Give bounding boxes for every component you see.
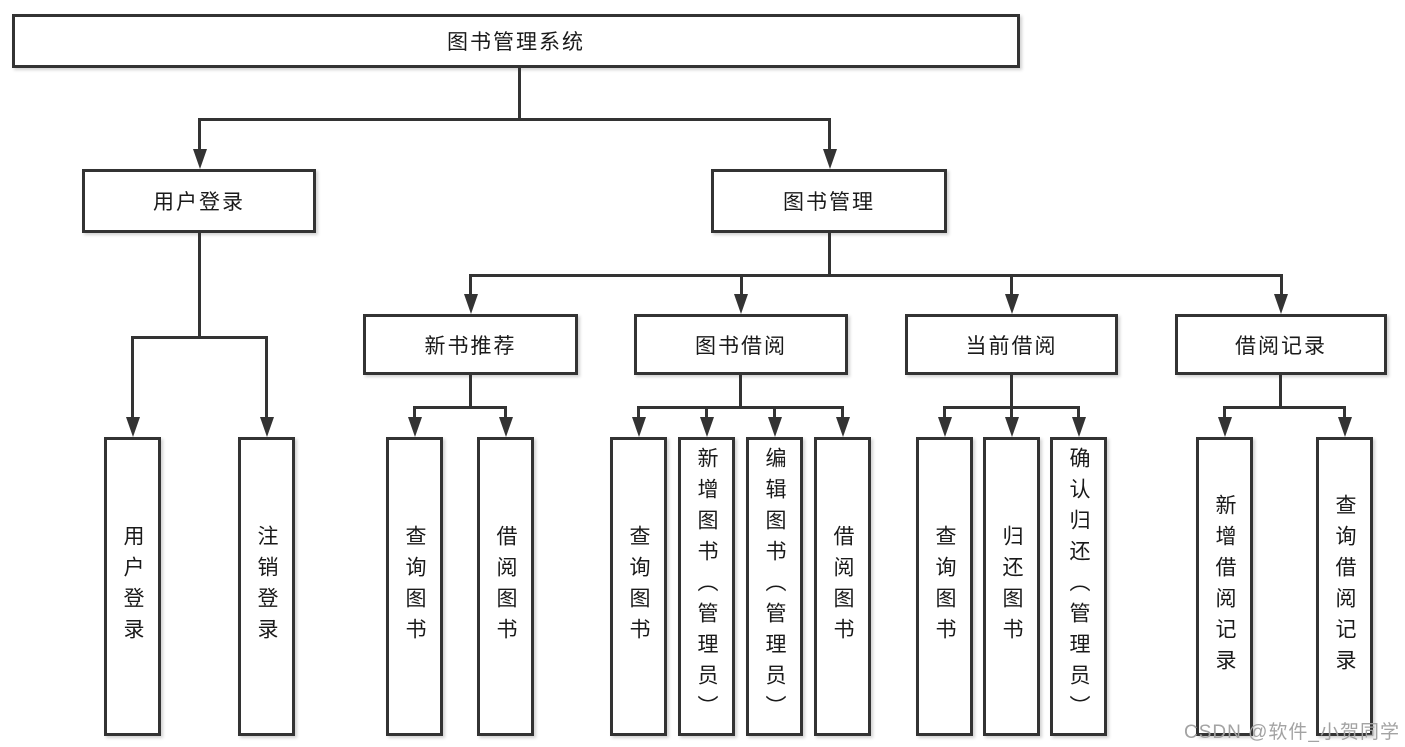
node-leaf-borrow-books-recommend: 借阅图书 [477,437,534,736]
node-label: 借阅记录 [1235,334,1327,358]
node-leaf-logout: 注销登录 [238,437,295,736]
arrow-down-icon [193,149,207,169]
arrow-down-icon [1274,294,1288,314]
node-leaf-borrow-books: 借阅图书 [814,437,871,736]
node-label: 图书借阅 [695,334,787,358]
connector-line [1280,274,1283,297]
connector-line [198,118,831,121]
arrow-down-icon [1005,417,1019,437]
arrow-down-icon [823,149,837,169]
node-leaf-add-borrow-record: 新增借阅记录 [1196,437,1253,736]
connector-line [131,336,268,339]
arrow-down-icon [768,417,782,437]
arrow-down-icon [1338,417,1352,437]
arrow-down-icon [836,417,850,437]
connector-line [1223,406,1226,420]
node-leaf-return-books: 归还图书 [983,437,1040,736]
connector-line [469,274,472,297]
connector-line [1223,406,1346,409]
connector-line [1010,375,1013,409]
node-label: 图书管理系统 [447,31,585,54]
arrow-down-icon [464,294,478,314]
node-label: 注销登录 [255,524,278,649]
node-label: 查询图书 [403,524,426,649]
arrow-down-icon [1005,294,1019,314]
arrow-down-icon [499,417,513,437]
connector-line [1010,406,1013,420]
connector-line [469,274,1283,277]
connector-line [518,67,521,121]
node-leaf-query-books-current: 查询图书 [916,437,973,736]
connector-line [265,336,268,420]
node-label: 查询借阅记录 [1333,493,1356,680]
arrow-down-icon [734,294,748,314]
node-current-borrowing: 当前借阅 [905,314,1118,375]
node-label: 查询图书 [627,524,650,649]
arrow-down-icon [260,417,274,437]
connector-line [740,274,743,297]
node-book-borrowing: 图书借阅 [634,314,848,375]
node-label: 编辑图书（管理员） [763,447,786,726]
node-label: 新增图书（管理员） [695,447,718,726]
connector-line [1010,274,1013,297]
node-label: 图书管理 [783,191,875,214]
connector-line [1343,406,1346,420]
node-user-login: 用户登录 [82,169,316,233]
node-label: 新书推荐 [424,334,517,358]
node-leaf-query-books-borrowing: 查询图书 [610,437,667,736]
connector-line [1279,375,1282,409]
connector-line [413,406,507,409]
node-label: 新增借阅记录 [1213,493,1236,680]
node-label: 查询图书 [933,524,956,649]
arrow-down-icon [408,417,422,437]
node-book-management: 图书管理 [711,169,947,233]
node-label: 确认归还（管理员） [1067,447,1090,726]
connector-line [413,406,416,420]
csdn-watermark: CSDN @软件_小贺同学 [1184,722,1400,743]
connector-line [198,118,201,152]
connector-line [943,406,946,420]
connector-line [469,375,472,409]
arrow-down-icon [700,417,714,437]
connector-line [841,406,844,420]
node-library-management-system: 图书管理系统 [12,14,1020,68]
node-leaf-edit-books-admin: 编辑图书（管理员） [746,437,803,736]
arrow-down-icon [1072,417,1086,437]
connector-line [739,375,742,409]
node-borrowing-records: 借阅记录 [1175,314,1387,375]
node-leaf-query-books-recommend: 查询图书 [386,437,443,736]
connector-line [705,406,708,420]
connector-line [131,336,134,420]
node-leaf-query-borrow-record: 查询借阅记录 [1316,437,1373,736]
connector-line [504,406,507,420]
connector-line [637,406,640,420]
connector-line [828,118,831,152]
connector-line [198,233,201,338]
arrow-down-icon [126,417,140,437]
node-new-book-recommend: 新书推荐 [363,314,578,375]
arrow-down-icon [632,417,646,437]
arrow-down-icon [1218,417,1232,437]
connector-line [773,406,776,420]
node-leaf-user-login: 用户登录 [104,437,161,736]
node-label: 用户登录 [153,191,245,214]
connector-line [637,406,844,409]
node-label: 借阅图书 [494,524,517,649]
connector-line [1077,406,1080,420]
node-label: 当前借阅 [965,334,1058,358]
node-leaf-add-books-admin: 新增图书（管理员） [678,437,735,736]
connector-line [828,233,831,277]
arrow-down-icon [938,417,952,437]
node-leaf-confirm-return-admin: 确认归还（管理员） [1050,437,1107,736]
node-label: 归还图书 [1000,524,1023,649]
node-label: 借阅图书 [831,524,854,649]
node-label: 用户登录 [121,524,144,649]
